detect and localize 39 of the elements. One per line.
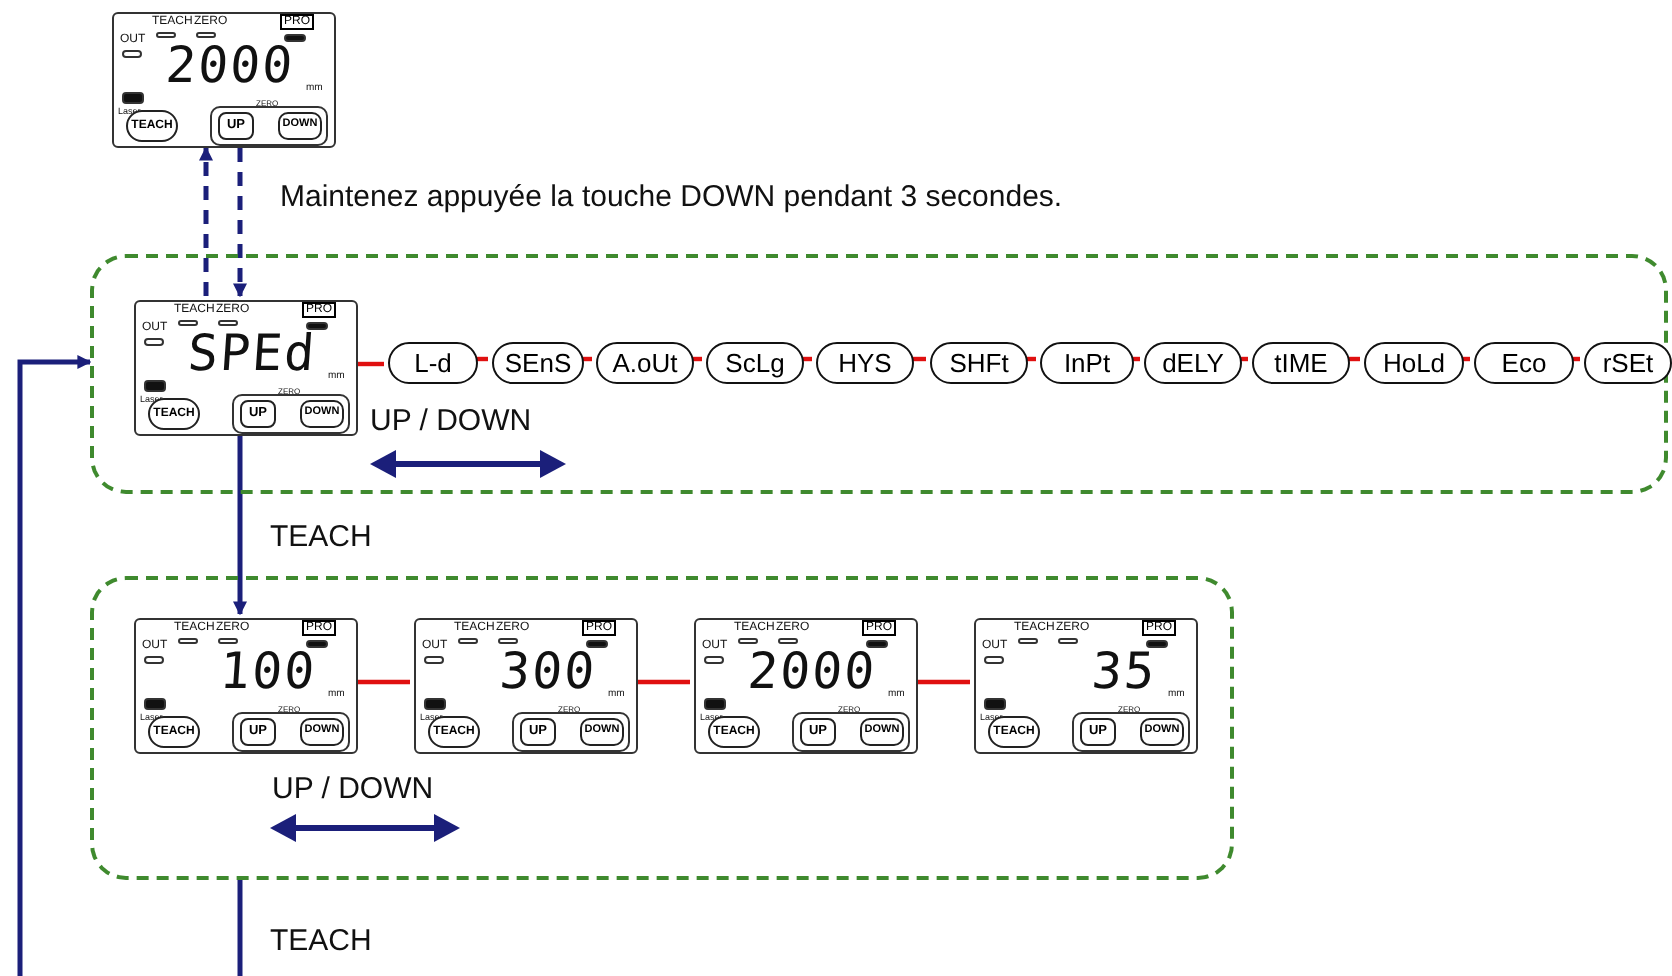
dashed-group-frame xyxy=(90,576,1234,880)
dashed-group-frame xyxy=(90,254,1668,494)
digit-readout: 2000 xyxy=(745,646,878,696)
menu-item-label: HoLd xyxy=(1382,348,1446,378)
key-label: UP / DOWN xyxy=(272,772,434,806)
arrow xyxy=(233,432,247,616)
sensor-display-panel xyxy=(694,618,918,754)
connector-line xyxy=(354,679,410,685)
connector-line xyxy=(354,361,384,367)
menu-item-label: InPt xyxy=(1063,348,1111,378)
menu-item-label: A.oUt xyxy=(612,348,678,378)
menu-item-label: tIME xyxy=(1274,348,1328,378)
menu-item-label: L-d xyxy=(414,348,452,378)
arrow xyxy=(199,146,213,296)
connector-line xyxy=(634,679,690,685)
digit-readout: 2000 xyxy=(163,40,296,90)
menu-item-label: SEnS xyxy=(504,348,572,378)
menu-item-label: rSEt xyxy=(1602,348,1654,378)
menu-item-label: HYS xyxy=(838,348,892,378)
arrow xyxy=(233,148,247,298)
sensor-display-panel xyxy=(414,618,638,754)
digit-readout: 300 xyxy=(497,646,598,696)
connector-line xyxy=(237,880,243,976)
connector-line xyxy=(914,679,970,685)
key-label: UP / DOWN xyxy=(370,404,532,438)
sensor-display-panel xyxy=(974,618,1198,754)
edge-label: TEACH xyxy=(268,519,374,553)
menu-item-label: ScLg xyxy=(725,348,785,378)
menu-item-label: dELY xyxy=(1162,348,1224,378)
sensor-display-panel xyxy=(112,12,336,148)
menu-item-label: Eco xyxy=(1501,348,1547,378)
sensor-display-panel xyxy=(134,618,358,754)
instruction-text: Maintenez appuyée la touche DOWN pendant 3 secondes. xyxy=(280,180,1063,214)
digit-readout: SPEd xyxy=(185,328,318,378)
menu-item-label: SHFt xyxy=(949,348,1009,378)
sensor-display-panel xyxy=(134,300,358,436)
arrow xyxy=(17,355,92,976)
digit-readout: 100 xyxy=(217,646,318,696)
digit-readout: 35 xyxy=(1090,646,1158,696)
